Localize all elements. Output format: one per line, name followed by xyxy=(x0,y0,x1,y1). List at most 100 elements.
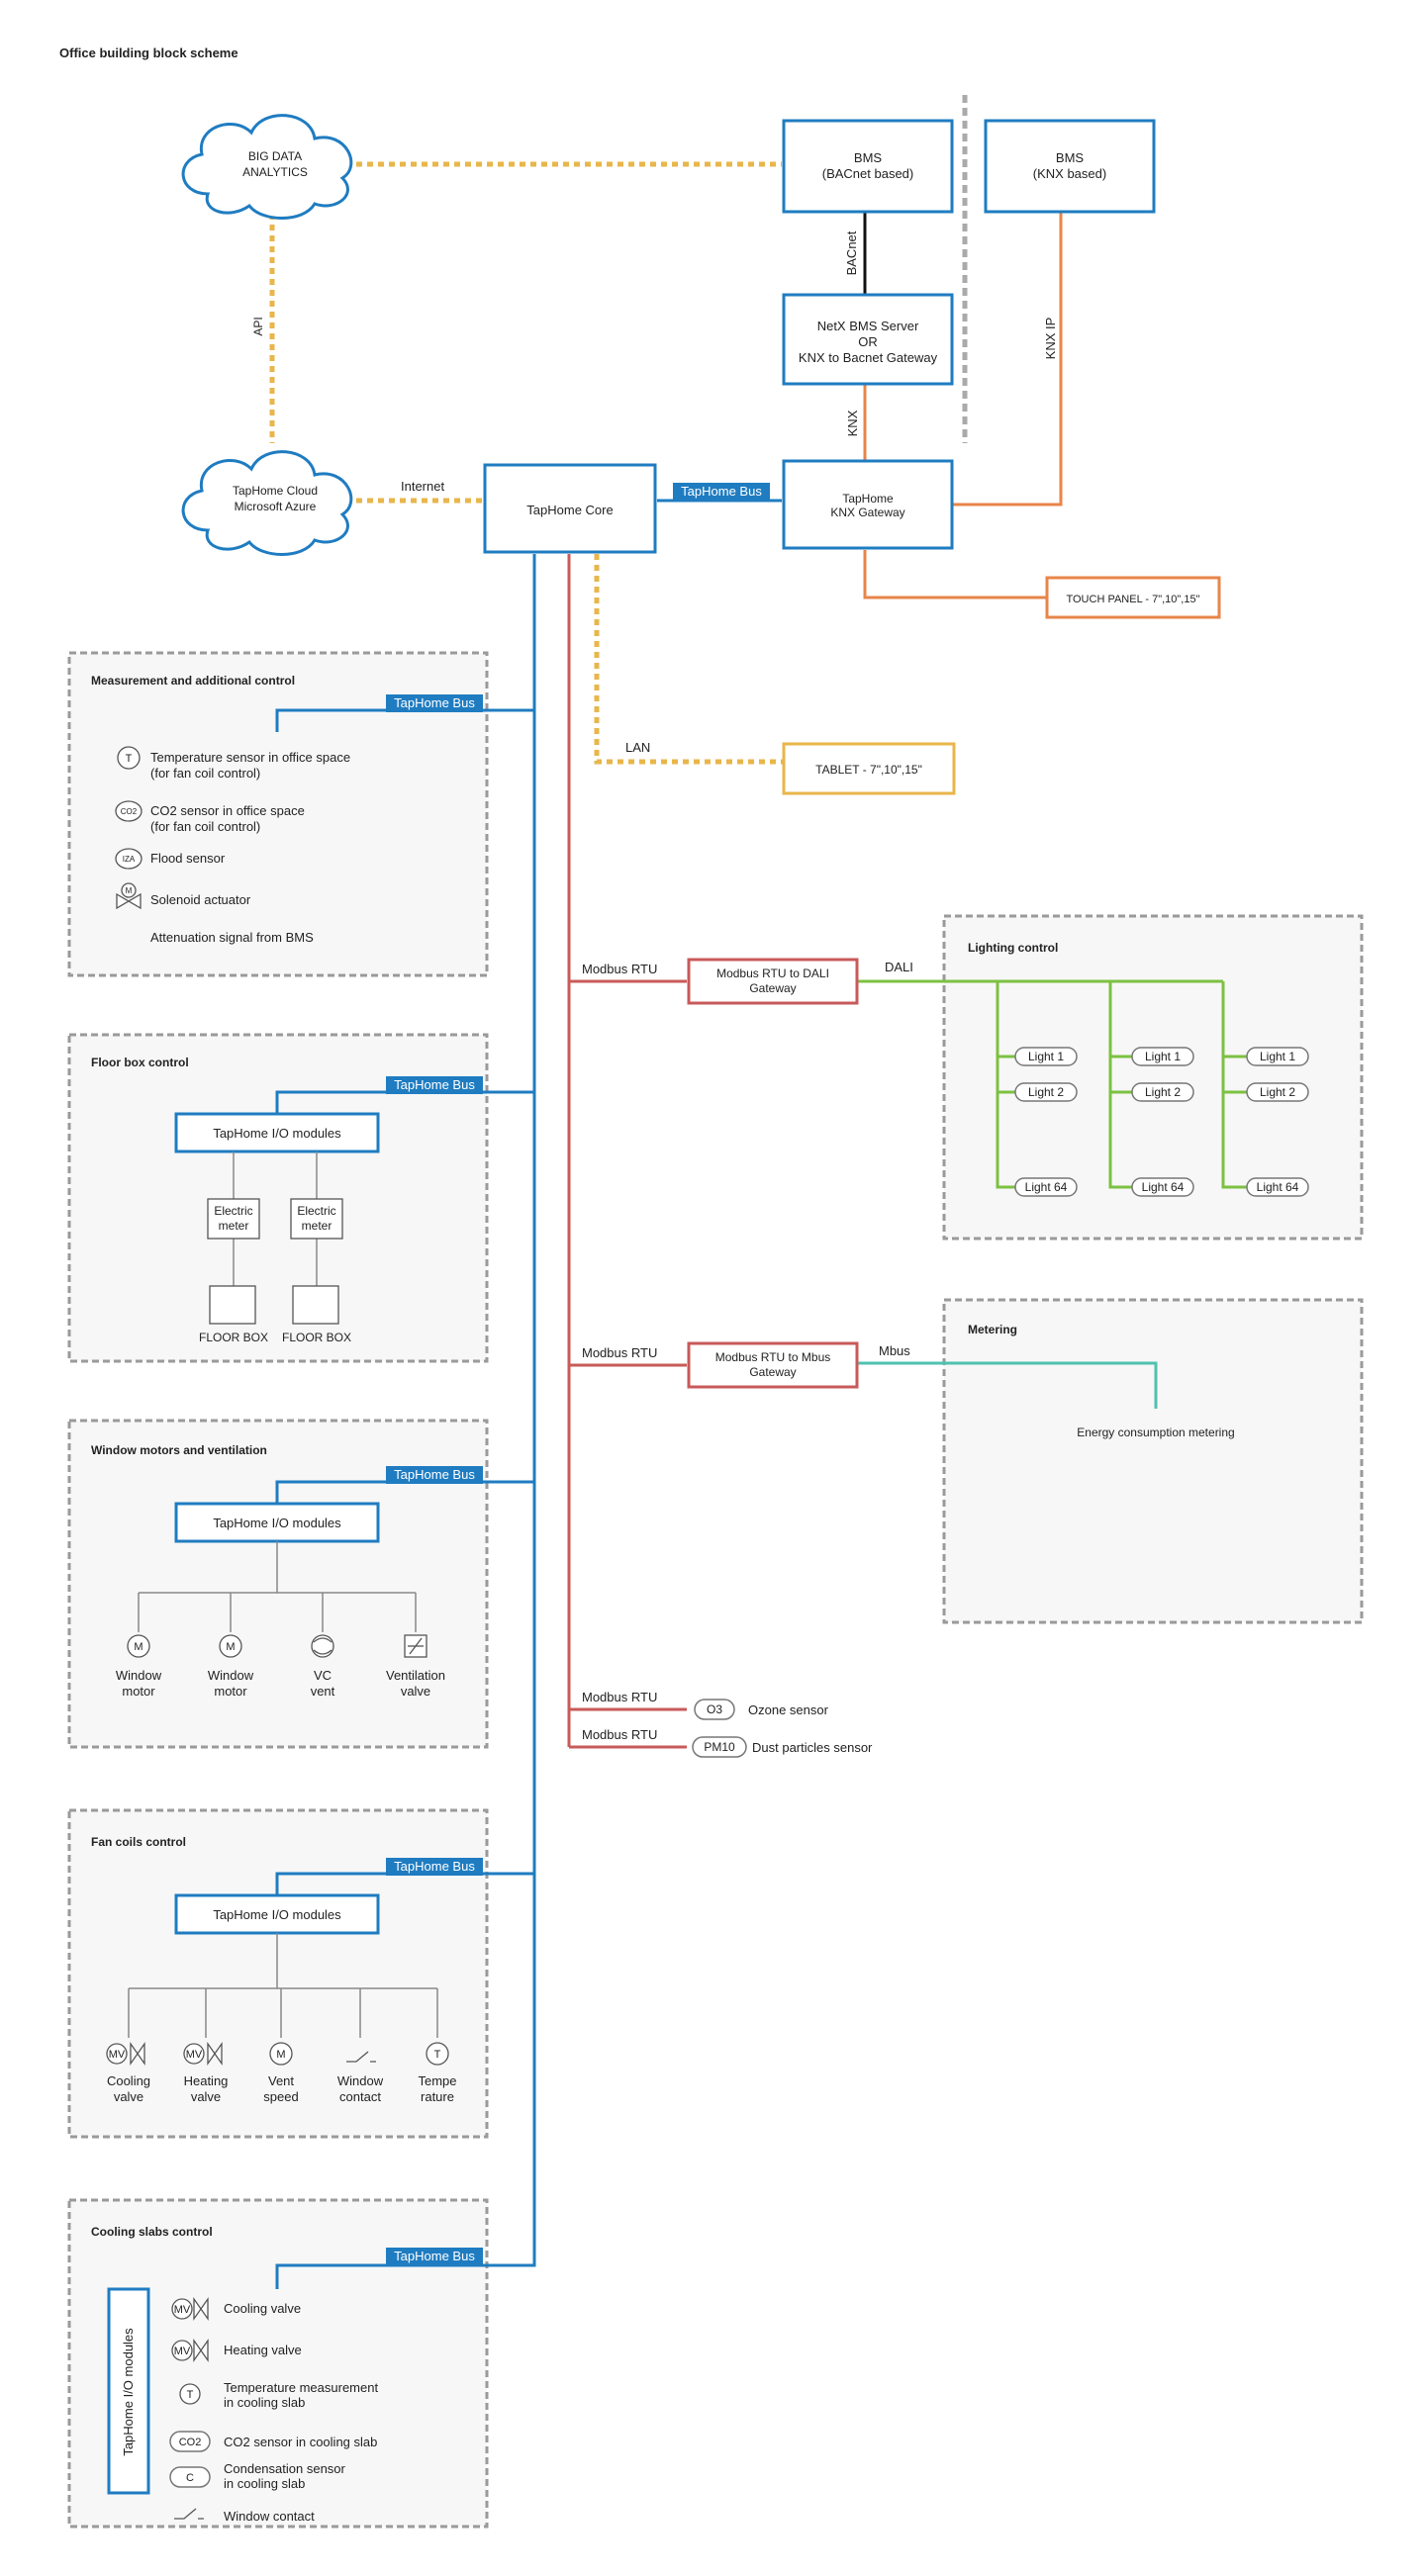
big-data-cloud: BIG DATA ANALYTICS xyxy=(181,114,353,220)
cooling-slabs-io-modules: TapHome I/O modules xyxy=(107,2287,150,2495)
bms-bacnet-box: BMS (BACnet based) xyxy=(782,119,954,214)
api-label: API xyxy=(251,317,265,335)
svg-text:meter: meter xyxy=(219,1219,249,1233)
lighting-title: Lighting control xyxy=(968,941,1058,955)
light-pill: Light 1 xyxy=(1246,1047,1309,1066)
measurement-item: CO2 CO2 sensor in office space (for fan … xyxy=(115,800,305,834)
modbus-lines xyxy=(567,554,687,1749)
modbus-label-ozone: Modbus RTU xyxy=(582,1690,657,1704)
heating-valve: MV Heating valve xyxy=(183,2041,229,2104)
svg-text:TapHome: TapHome xyxy=(842,492,894,506)
svg-text:VC: VC xyxy=(314,1668,332,1683)
window-io-modules: TapHome I/O modules xyxy=(174,1502,380,1543)
svg-text:Modbus RTU to DALI: Modbus RTU to DALI xyxy=(716,966,829,980)
svg-text:C: C xyxy=(186,2472,194,2484)
dashed-links xyxy=(269,161,784,765)
svg-text:(for fan coil control): (for fan coil control) xyxy=(150,819,260,834)
tablet-box: TABLET - 7",10",15" xyxy=(782,742,956,795)
svg-text:TapHome I/O modules: TapHome I/O modules xyxy=(213,1516,341,1530)
fan-coils-io-modules: TapHome I/O modules xyxy=(174,1893,380,1935)
measurement-item: Attenuation signal from BMS xyxy=(150,930,314,945)
svg-text:Temperature sensor in office s: Temperature sensor in office space xyxy=(150,750,350,765)
light-pill: Light 1 xyxy=(1131,1047,1194,1066)
fan-coils-bus-tag: TapHome Bus xyxy=(386,1858,483,1876)
temperature-sensor: T Tempe rature xyxy=(418,2042,457,2104)
floor-box: FLOOR BOX xyxy=(282,1285,351,1344)
svg-text:TapHome Core: TapHome Core xyxy=(526,503,613,517)
svg-text:in cooling slab: in cooling slab xyxy=(224,2476,305,2491)
measurement-title: Measurement and additional control xyxy=(91,674,295,688)
floor-box-io-modules: TapHome I/O modules xyxy=(174,1112,380,1153)
svg-text:Attenuation signal from BMS: Attenuation signal from BMS xyxy=(150,930,314,945)
svg-text:contact: contact xyxy=(339,2089,381,2104)
svg-text:O3: O3 xyxy=(707,1702,722,1716)
internet-label: Internet xyxy=(401,479,444,494)
svg-text:Modbus RTU to Mbus: Modbus RTU to Mbus xyxy=(715,1350,831,1364)
svg-text:Temperature measurement: Temperature measurement xyxy=(224,2380,378,2395)
core-bus-tag: TapHome Bus xyxy=(673,483,770,501)
svg-text:Light 1: Light 1 xyxy=(1028,1050,1064,1063)
svg-text:M: M xyxy=(126,886,133,895)
svg-text:MV: MV xyxy=(109,2049,126,2061)
svg-text:valve: valve xyxy=(191,2089,221,2104)
dust-sensor: PM10 Dust particles sensor xyxy=(692,1736,873,1758)
svg-text:(KNX based): (KNX based) xyxy=(1033,166,1106,181)
svg-text:motor: motor xyxy=(122,1684,155,1699)
svg-text:valve: valve xyxy=(114,2089,143,2104)
measurement-item: M Solenoid actuator xyxy=(116,882,251,910)
modbus-label-mbus: Modbus RTU xyxy=(582,1345,657,1360)
svg-text:TOUCH PANEL - 7",10",15": TOUCH PANEL - 7",10",15" xyxy=(1066,594,1199,605)
svg-text:Heating: Heating xyxy=(184,2073,229,2088)
light-pill: Light 64 xyxy=(1131,1177,1194,1197)
light-pill: Light 2 xyxy=(1131,1082,1194,1102)
svg-text:Window: Window xyxy=(337,2073,384,2088)
svg-text:CO2 sensor in office space: CO2 sensor in office space xyxy=(150,803,305,818)
svg-text:Heating valve: Heating valve xyxy=(224,2343,302,2357)
vent-speed: M Vent speed xyxy=(263,2042,299,2104)
window-title: Window motors and ventilation xyxy=(91,1443,267,1457)
window-motor: M Window motor xyxy=(116,1634,162,1699)
svg-text:M: M xyxy=(276,2049,285,2061)
svg-text:Window: Window xyxy=(116,1668,162,1683)
window-bus-tag: TapHome Bus xyxy=(386,1466,483,1484)
knx-label: KNX xyxy=(845,410,860,436)
light-pill: Light 2 xyxy=(1246,1082,1309,1102)
svg-text:Light 64: Light 64 xyxy=(1025,1180,1068,1194)
svg-text:ANALYTICS: ANALYTICS xyxy=(242,165,308,179)
svg-text:Light 2: Light 2 xyxy=(1145,1085,1181,1099)
svg-text:TapHome Bus: TapHome Bus xyxy=(394,695,475,710)
floor-box: FLOOR BOX xyxy=(199,1285,268,1344)
svg-text:FLOOR BOX: FLOOR BOX xyxy=(199,1331,268,1344)
electric-meter: Electric meter xyxy=(207,1198,260,1240)
cooling-valve: MV Cooling valve xyxy=(106,2041,150,2104)
svg-text:BMS: BMS xyxy=(854,150,883,165)
svg-text:Gateway: Gateway xyxy=(749,1365,796,1379)
vc-vent: VC vent xyxy=(311,1634,335,1699)
svg-text:TapHome Cloud: TapHome Cloud xyxy=(233,484,318,498)
window-branch-lines xyxy=(138,1541,417,1632)
svg-text:Window contact: Window contact xyxy=(224,2509,315,2524)
mbus-gateway-box: Modbus RTU to Mbus Gateway xyxy=(687,1341,859,1389)
svg-text:M: M xyxy=(226,1641,235,1653)
taphome-core-box: TapHome Core xyxy=(483,463,657,554)
svg-text:(for fan coil control): (for fan coil control) xyxy=(150,766,260,781)
cooling-slab-item: C Condensation sensor in cooling slab xyxy=(169,2461,346,2491)
svg-text:Vent: Vent xyxy=(268,2073,294,2088)
svg-text:NetX BMS Server: NetX BMS Server xyxy=(817,319,919,333)
svg-text:TapHome Bus: TapHome Bus xyxy=(394,1859,475,1874)
svg-text:T: T xyxy=(187,2389,194,2401)
svg-text:Electric: Electric xyxy=(297,1204,335,1218)
svg-text:MV: MV xyxy=(186,2049,203,2061)
svg-text:TapHome Bus: TapHome Bus xyxy=(394,1467,475,1482)
electric-meter: Electric meter xyxy=(290,1198,343,1240)
svg-text:rature: rature xyxy=(421,2089,454,2104)
svg-text:PM10: PM10 xyxy=(704,1740,735,1754)
taphome-cloud: TapHome Cloud Microsoft Azure xyxy=(181,450,353,556)
svg-text:BMS: BMS xyxy=(1056,150,1085,165)
svg-text:OR: OR xyxy=(858,334,878,349)
svg-text:Microsoft Azure: Microsoft Azure xyxy=(235,500,317,513)
svg-text:TapHome Bus: TapHome Bus xyxy=(681,484,762,499)
svg-text:Dust particles sensor: Dust particles sensor xyxy=(752,1740,873,1755)
svg-text:BIG DATA: BIG DATA xyxy=(248,149,302,163)
metering-title: Metering xyxy=(968,1323,1017,1336)
